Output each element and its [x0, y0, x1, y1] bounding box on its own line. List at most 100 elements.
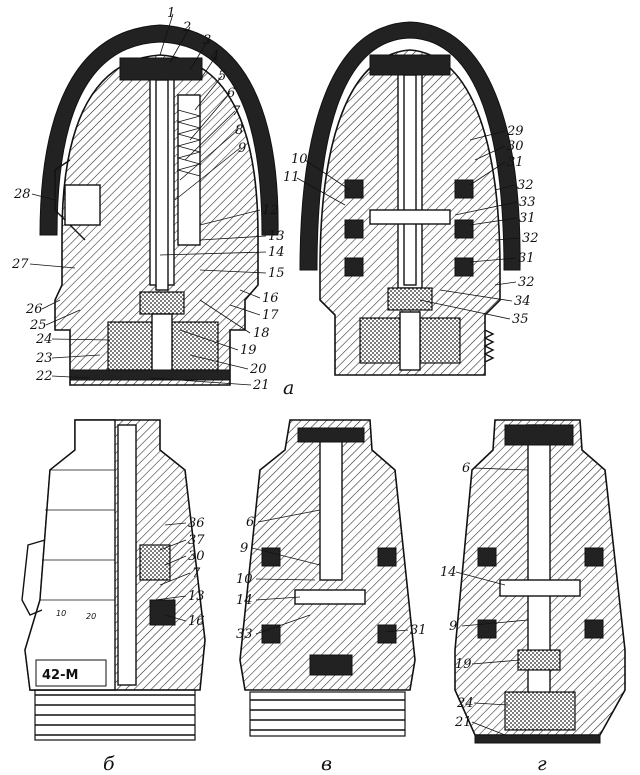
- pellet-v2: [377, 547, 397, 567]
- booster-charge-g: [504, 691, 576, 731]
- callout-2: 2: [182, 20, 191, 35]
- spring-coil: [176, 109, 202, 177]
- slider-v: [294, 589, 366, 605]
- detonator-cap-g: [517, 649, 561, 671]
- base-plate: [69, 369, 231, 381]
- callout-8: 8: [235, 123, 243, 138]
- callout-21: 21: [252, 378, 270, 393]
- detonator-cap: [139, 291, 185, 315]
- scale-mark-20: 20: [86, 612, 96, 621]
- callout-32b: 32: [522, 231, 539, 246]
- threads-b: [34, 689, 196, 741]
- callout-1: 1: [167, 6, 175, 21]
- threads-v: [249, 691, 406, 737]
- callout-v-14: 14: [236, 593, 253, 608]
- panel-a-right-fuze: [299, 21, 521, 376]
- callout-7: 7: [232, 104, 241, 119]
- callout-5: 5: [218, 69, 226, 84]
- pellet-6: [454, 257, 474, 277]
- pellet-v1: [261, 547, 281, 567]
- firing-pin-head-g: [504, 424, 574, 446]
- outer-surface-b: [24, 419, 116, 691]
- callouts-v: 6 9 10 14 33 31: [236, 509, 427, 642]
- central-channel-g: [527, 424, 551, 726]
- pellet-g4: [584, 619, 604, 639]
- pellet-4: [454, 219, 474, 239]
- callout-27: 27: [11, 257, 29, 272]
- firing-pin-head-v: [297, 427, 365, 443]
- callout-18: 18: [253, 326, 270, 341]
- callout-g-24: 24: [456, 696, 474, 711]
- callout-b-30: 30: [188, 549, 205, 564]
- caption-v: в: [321, 753, 332, 775]
- callout-g-21: 21: [454, 715, 472, 730]
- panel-v-fuze: [239, 419, 416, 737]
- spring-cavity: [177, 94, 201, 246]
- central-channel-b: [117, 424, 137, 686]
- caption-a: а: [283, 377, 294, 399]
- caption-b: б: [103, 753, 115, 775]
- pellet-g3: [477, 619, 497, 639]
- callout-v-10: 10: [236, 572, 253, 587]
- pellet-2: [454, 179, 474, 199]
- pellet-g1: [477, 547, 497, 567]
- lower-channel: [151, 313, 173, 377]
- callout-28: 28: [13, 187, 31, 202]
- callout-16: 16: [262, 291, 279, 306]
- striker-rod: [155, 79, 169, 291]
- callout-b-37: 37: [188, 533, 205, 548]
- pellet-3: [344, 219, 364, 239]
- firing-pin-head-2: [369, 54, 451, 76]
- callout-v-33: 33: [236, 627, 253, 642]
- lower-channel-2: [399, 311, 421, 371]
- slider-channel: [369, 209, 451, 225]
- callouts-g: 6 14 9 19 24 21: [440, 461, 529, 736]
- callout-v-6: 6: [246, 515, 254, 530]
- callout-23: 23: [35, 351, 53, 366]
- central-channel-v: [319, 429, 343, 581]
- firing-pin-head: [119, 57, 203, 81]
- callout-g-9: 9: [449, 619, 457, 634]
- callout-31a: 31: [507, 155, 524, 170]
- callout-11: 11: [283, 170, 300, 185]
- caption-g: г: [537, 753, 547, 775]
- callout-30: 30: [507, 139, 524, 154]
- callout-b-13: 13: [188, 589, 205, 604]
- callout-22: 22: [35, 369, 53, 384]
- callout-3: 3: [203, 33, 211, 48]
- pellet-b: [149, 599, 176, 626]
- callout-g-6: 6: [462, 461, 470, 476]
- callout-15: 15: [268, 266, 285, 281]
- callout-v-31: 31: [410, 623, 427, 638]
- callout-31b: 31: [519, 211, 536, 226]
- callout-24: 24: [35, 332, 53, 347]
- ballistic-cap-2: [299, 21, 521, 271]
- detonator-cap-2: [387, 287, 433, 311]
- callouts-a-left: 1 2 3 4 5 6 7 8 9 12 13 14 15 16 17 18 1…: [11, 6, 285, 393]
- ballistic-cap: [39, 24, 279, 236]
- callout-9: 9: [238, 141, 246, 156]
- callouts-b: 36 37 30 7 13 16: [154, 516, 205, 629]
- callout-31c: 31: [518, 251, 535, 266]
- callout-32a: 32: [517, 178, 534, 193]
- callout-b-36: 36: [188, 516, 205, 531]
- callout-b-16: 16: [188, 614, 205, 629]
- striker-rod-2: [403, 74, 417, 286]
- callout-13: 13: [268, 229, 285, 244]
- callout-g-14: 14: [440, 565, 457, 580]
- marking-text: 42-М: [42, 668, 78, 683]
- callout-v-9: 9: [240, 541, 248, 556]
- lower-plug-v: [309, 654, 353, 676]
- side-cavity: [64, 184, 101, 226]
- scale-mark-10: 10: [56, 609, 66, 618]
- callout-4: 4: [210, 49, 219, 64]
- callout-14: 14: [268, 245, 285, 260]
- callouts-a-right: 10 11 29 30 31 32 33 31 32 31 32 34 35: [283, 124, 539, 327]
- panel-a-left-fuze: [39, 24, 279, 386]
- callout-g-19: 19: [455, 657, 472, 672]
- callout-29: 29: [506, 124, 524, 139]
- carry-handle-b: [21, 539, 46, 616]
- panel-b-fuze: 42-М 10 20: [21, 419, 206, 741]
- callout-20: 20: [249, 362, 267, 377]
- callout-17: 17: [262, 308, 279, 323]
